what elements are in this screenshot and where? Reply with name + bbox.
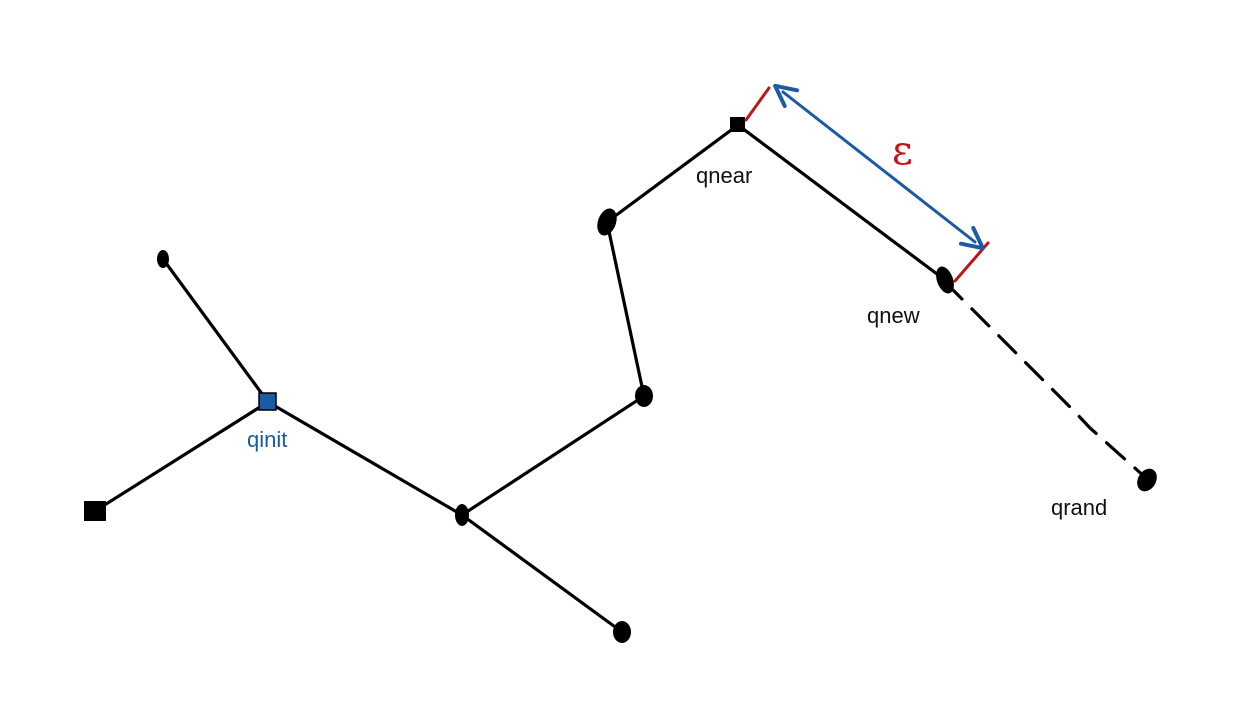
step-tick-qnew [953, 241, 990, 283]
edge-right-upper [605, 220, 646, 398]
label-qinit: qinit [247, 427, 287, 452]
node-topleft [157, 250, 169, 268]
label-qnear: qnear [696, 163, 752, 188]
edge-qnew-qrand-dashed [943, 280, 1148, 480]
edge-qinit-topleft [161, 257, 270, 404]
node-bottom [613, 621, 631, 643]
label-qnew: qnew [867, 303, 920, 328]
edge-junction-bottom [460, 513, 624, 634]
edge-junction-right [460, 394, 646, 517]
node-qinit [258, 392, 277, 411]
step-size-arrow [773, 83, 985, 251]
edge-qinit-bottomleft [93, 400, 270, 513]
node-qrand [1137, 468, 1157, 492]
node-right [635, 385, 653, 407]
edge-qinit-junction [266, 400, 464, 517]
node-bottomleft-square [84, 501, 106, 521]
step-size-label: ε [892, 128, 913, 174]
node-junction [455, 504, 469, 526]
edge-upper-qnear [605, 123, 740, 224]
edge-qnear-qnew [736, 123, 947, 282]
step-tick-qnear [744, 86, 771, 122]
label-qrand: qrand [1051, 495, 1107, 520]
node-qnew [936, 266, 954, 294]
node-qnear [730, 117, 745, 132]
node-upper [597, 208, 617, 236]
